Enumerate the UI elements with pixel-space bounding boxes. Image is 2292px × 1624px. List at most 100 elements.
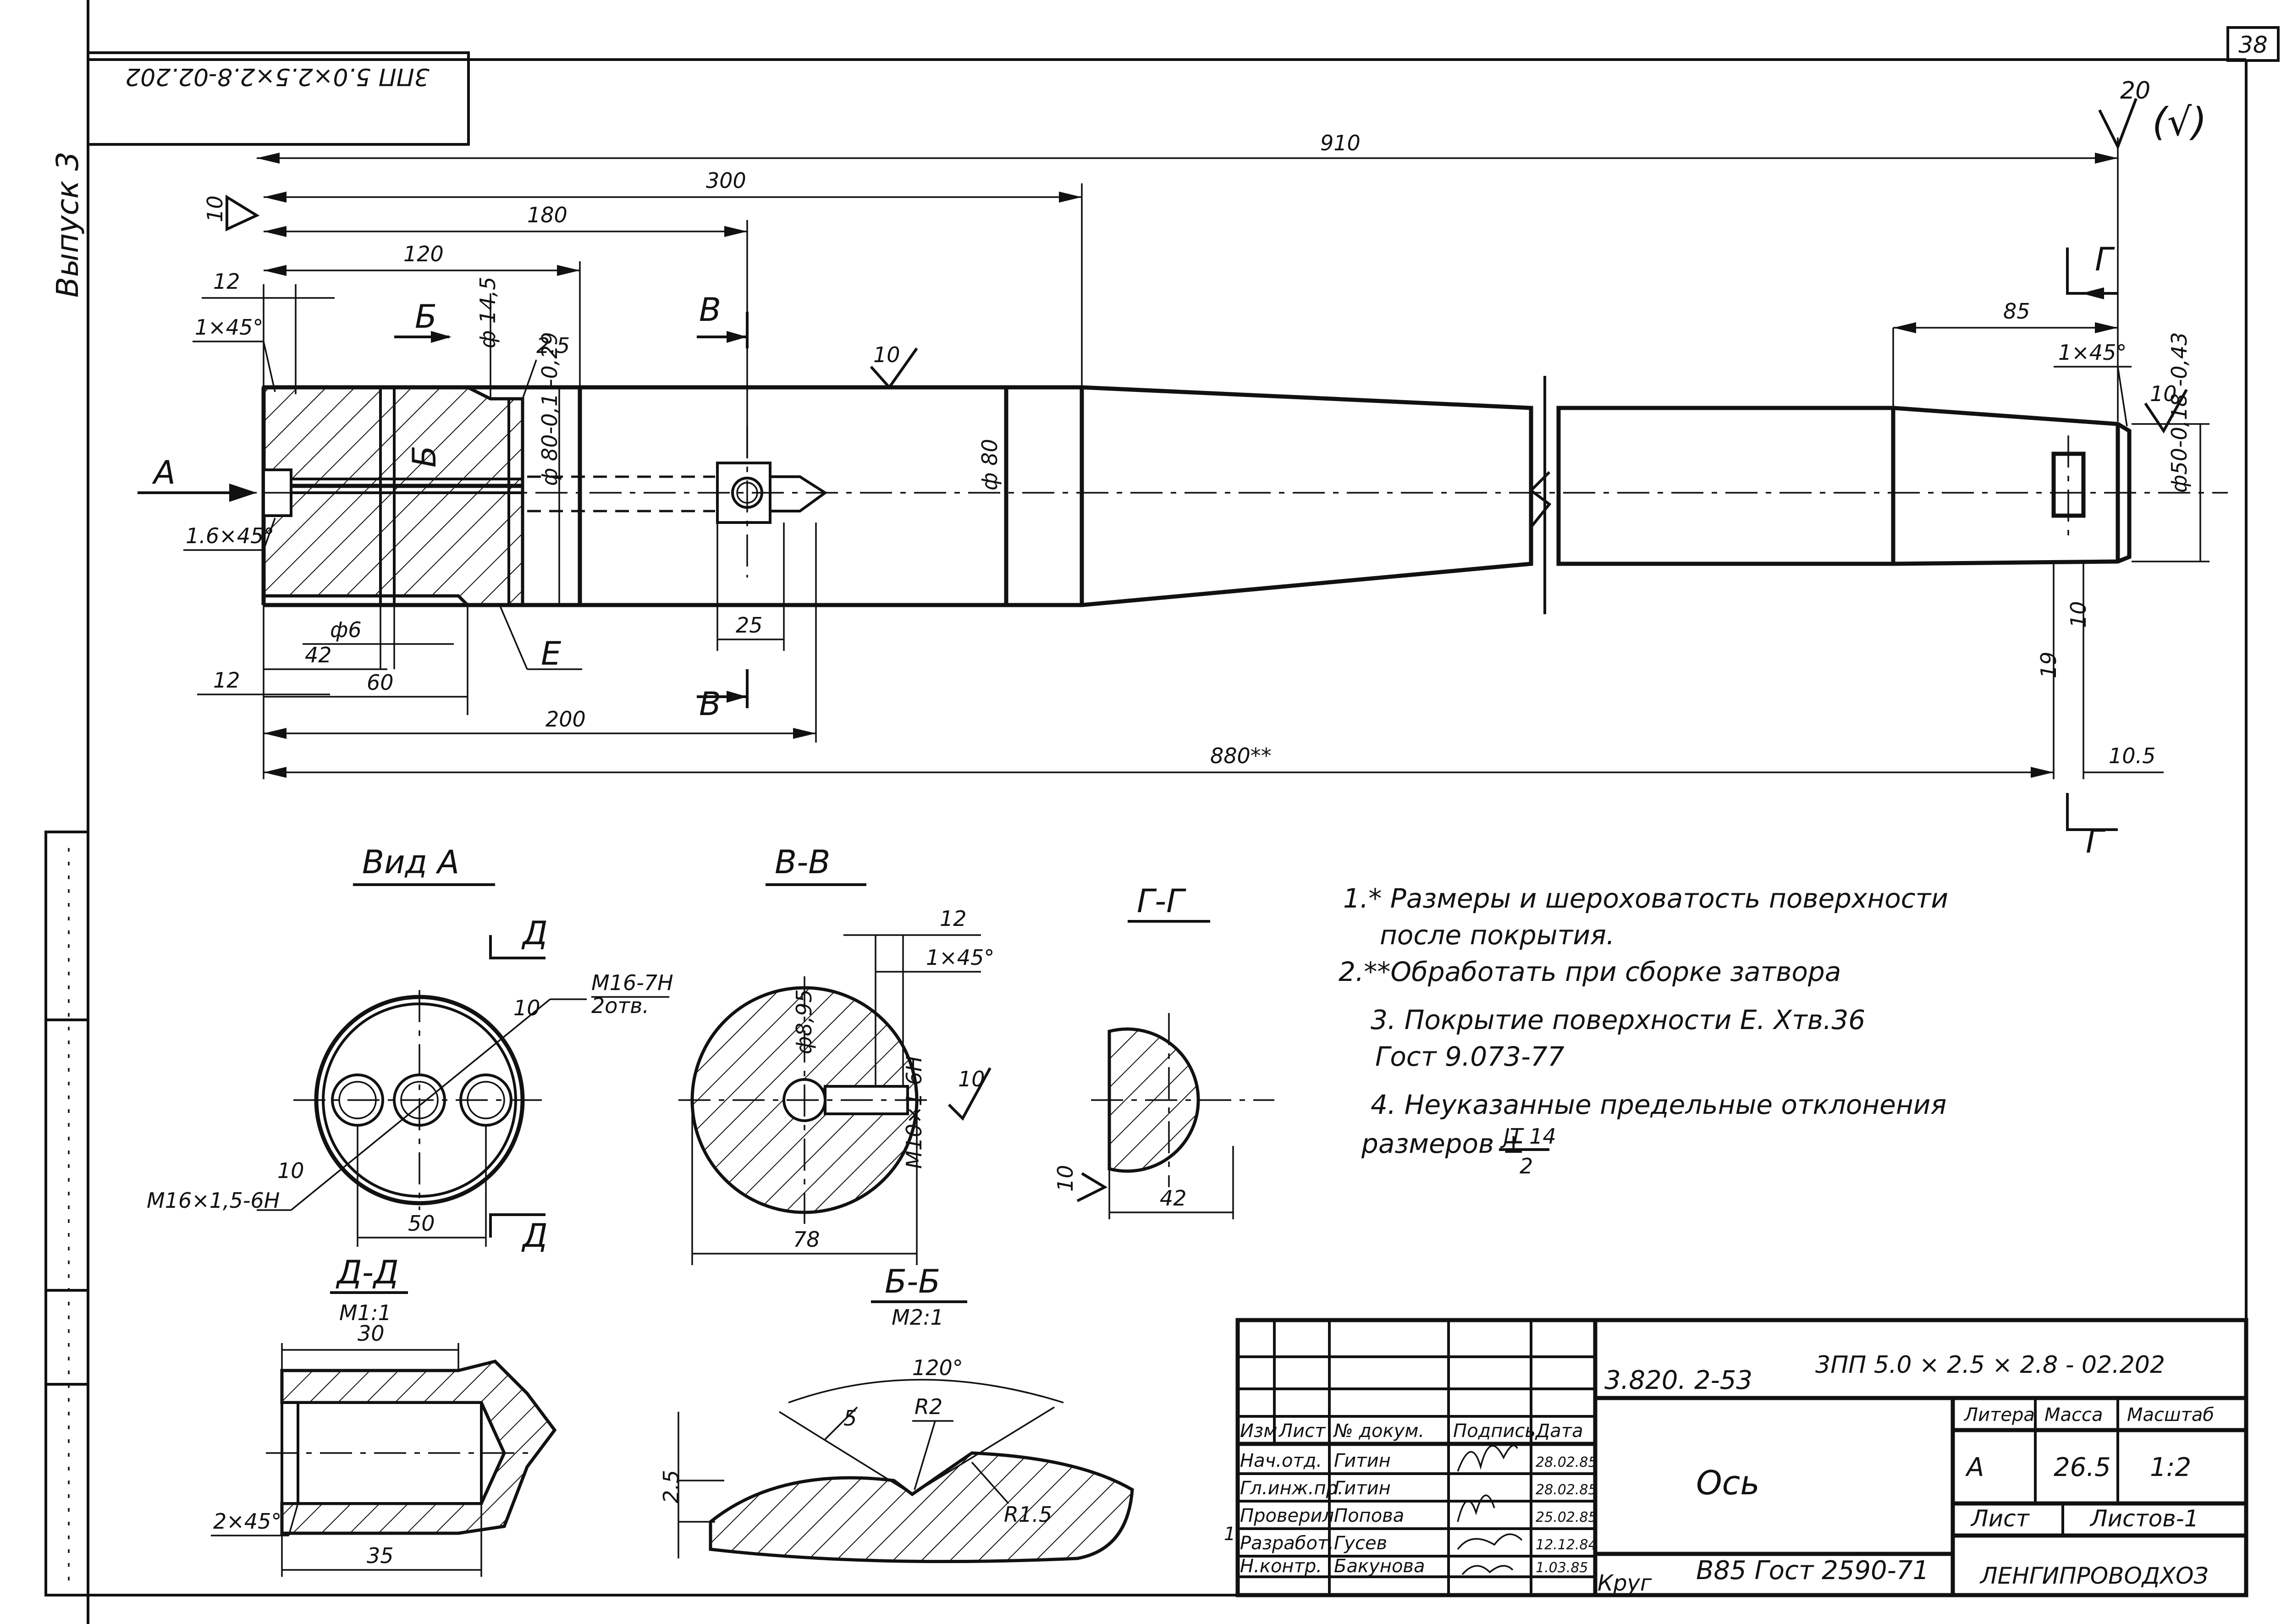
section-vv-dim-12: 12	[940, 906, 967, 931]
note-1b: после покрытия.	[1380, 919, 1614, 951]
tb-role-2: Гл.инж.пр.	[1240, 1478, 1344, 1499]
section-v-v: В-В ф8,95 12 1×45° 10 М10×1-6Н 78	[678, 843, 994, 1265]
dim-10-5: 10.5	[2109, 743, 2155, 768]
tb-role-3: Проверил	[1240, 1505, 1334, 1526]
tb-name-2: Гитин	[1334, 1478, 1391, 1499]
detail-bb-r1-5: R1.5	[1004, 1502, 1052, 1527]
detail-bb-angle: 120°	[912, 1355, 963, 1380]
tb-role-1: Нач.отд.	[1240, 1450, 1322, 1471]
tb-col-izm: Изм	[1240, 1420, 1277, 1442]
tb-name-3: Попова	[1334, 1505, 1404, 1526]
surface-e-label: Е	[541, 635, 562, 672]
tb-name-4: Гусев	[1334, 1533, 1387, 1554]
section-vv-thread: М10×1-6Н	[902, 1056, 926, 1169]
tb-head-masshtab: Масштаб	[2127, 1404, 2214, 1426]
roughness-10-top: 10	[873, 342, 900, 367]
detail-dd-chamfer: 2×45°	[213, 1509, 281, 1534]
roughness-10-right: 10	[2150, 381, 2177, 406]
tb-date-1: 28.02.85	[1536, 1454, 1597, 1470]
section-g-g: Г-Г 10 42	[1053, 882, 1274, 1219]
view-a: Вид А М16-7Н 2отв. М16×1,5-6Н 10 10 50 Д…	[147, 843, 673, 1255]
tb-col-list: Лист	[1278, 1420, 1326, 1442]
chamfer-1x45-left: 1×45°	[195, 315, 263, 340]
section-gg-title: Г-Г	[1137, 882, 1186, 920]
dim-key-10: 10	[2066, 601, 2091, 628]
note-3b: Гост 9.073-77	[1375, 1041, 1565, 1072]
dim-d6: ф6	[330, 617, 362, 642]
detail-bb-dim-2-5: 2.5	[659, 1470, 683, 1503]
cut-v-label-top: В	[699, 291, 721, 329]
dim-12-top: 12	[213, 269, 240, 294]
tb-material: В85 Гост 2590-71	[1696, 1556, 1929, 1585]
dim-910: 910	[1320, 131, 1361, 155]
dim-2-5: 2.5	[536, 333, 570, 358]
tb-role-4: Разработ.	[1240, 1533, 1334, 1554]
roughness-10-left: 10	[203, 195, 227, 222]
view-a-title: Вид А	[362, 843, 459, 881]
dim-300: 300	[706, 168, 746, 193]
tb-side-mark: 1	[1224, 1524, 1235, 1545]
tb-head-massa: Масса	[2044, 1404, 2103, 1426]
section-gg-roughness: 10	[1053, 1165, 1078, 1192]
dim-180: 180	[527, 203, 567, 227]
notes: 1.* Размеры и шероховатость поверхности …	[1339, 883, 1948, 1178]
dim-25: 25	[736, 613, 763, 638]
tb-litera: А	[1965, 1453, 1984, 1482]
dim-d80-tol: ф 80-0,1 -0,29	[537, 332, 562, 486]
detail-d-d: Д-Д М1:1 30 35 2×45°	[211, 1254, 557, 1577]
detail-bb-scale: М2:1	[892, 1305, 944, 1330]
dim-42: 42	[305, 643, 332, 667]
note-4-frac-top: JT 14	[1500, 1124, 1556, 1149]
tb-massa: 26.5	[2054, 1453, 2111, 1482]
dim-d50-tol: ф50-0,18 -0,43	[2167, 332, 2192, 493]
dim-60: 60	[367, 670, 394, 695]
note-2: 2.**Обработать при сборке затвора	[1339, 956, 1841, 987]
signature-2	[1457, 1494, 1495, 1522]
detail-dd-dim-35: 35	[367, 1543, 394, 1568]
tb-code2: 3ПП 5.0 × 2.5 × 2.8 - 02.202	[1815, 1351, 2165, 1379]
view-a-thread-top: М16-7Н	[591, 970, 673, 995]
roughness-general-bracket: (√)	[2152, 99, 2207, 144]
section-vv-dim-78: 78	[793, 1227, 820, 1252]
tb-head-litera: Литера	[1963, 1404, 2035, 1426]
signature-1	[1457, 1444, 1518, 1472]
cut-b-label-inner: Б	[406, 446, 443, 468]
chamfer-1x45-right: 1×45°	[2058, 340, 2127, 365]
tb-name-1: Гитин	[1334, 1450, 1391, 1471]
view-a-roughness-1: 10	[513, 996, 540, 1020]
section-vv-chamfer: 1×45°	[926, 945, 994, 970]
roughness-general: 20 (√)	[2098, 77, 2207, 150]
dim-d14-5: ф 14,5	[475, 277, 500, 348]
tb-col-doc: № докум.	[1333, 1420, 1424, 1442]
cut-g-label-top: Г	[2095, 241, 2115, 278]
view-a-roughness-2: 10	[277, 1158, 304, 1183]
dim-85: 85	[2003, 299, 2030, 324]
detail-dd-title: Д-Д	[336, 1254, 399, 1291]
note-4b: размеров ±	[1361, 1128, 1525, 1159]
view-a-thread-bottom: М16×1,5-6Н	[147, 1188, 280, 1213]
detail-bb-r2: R2	[915, 1394, 942, 1419]
dim-12-bottom: 12	[213, 668, 240, 693]
tb-date-4: 12.12.84	[1536, 1537, 1597, 1553]
dim-880: 880**	[1210, 743, 1272, 768]
cut-b-label-top: Б	[415, 298, 437, 336]
section-gg-dim-42: 42	[1160, 1186, 1187, 1211]
tb-col-date: Дата	[1535, 1420, 1583, 1442]
tb-col-podp: Подпись	[1453, 1420, 1536, 1442]
tb-date-3: 25.02.85	[1536, 1509, 1597, 1525]
section-vv-title: В-В	[775, 843, 830, 881]
note-4-frac-bottom: 2	[1520, 1154, 1533, 1178]
tb-material-prefix: Круг	[1598, 1570, 1652, 1596]
tb-date-2: 28.02.85	[1536, 1482, 1597, 1498]
view-a-arrow-label: А	[152, 454, 176, 491]
tb-name-5: Бакунова	[1334, 1556, 1425, 1577]
dim-200: 200	[545, 707, 586, 732]
view-a-cut-d-top: Д	[521, 914, 548, 952]
signature-3	[1457, 1533, 1523, 1550]
note-3: 3. Покрытие поверхности Е. Хтв.36	[1371, 1004, 1865, 1035]
dim-120: 120	[403, 242, 444, 266]
tb-listov-label: Листов-1	[2089, 1505, 2199, 1532]
tb-list-label: Лист	[1970, 1505, 2030, 1532]
view-a-cut-d-bottom: Д	[521, 1217, 548, 1255]
